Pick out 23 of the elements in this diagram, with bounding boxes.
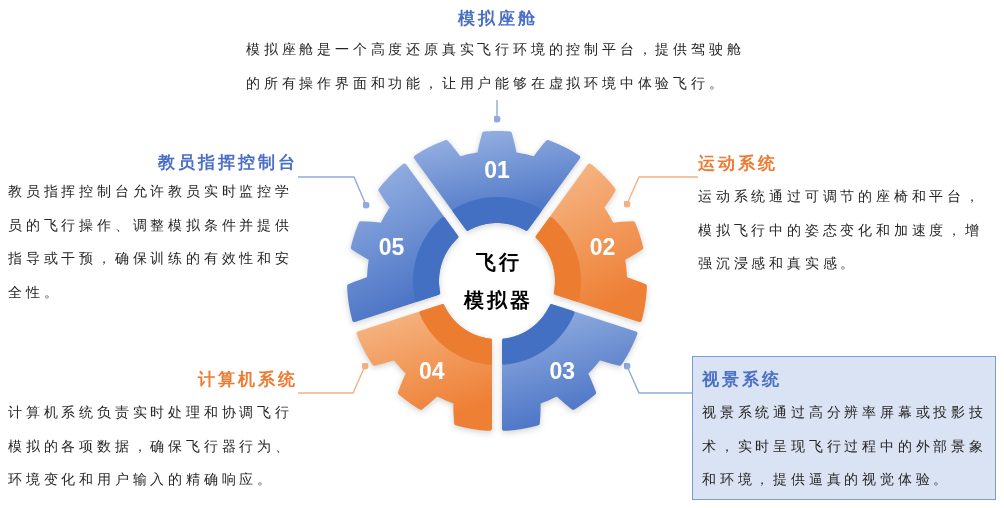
center-title: 模拟器: [462, 287, 533, 314]
section-title: 模拟座舱: [458, 7, 538, 30]
center-title: 飞行: [474, 249, 522, 276]
segment-number: 02: [589, 235, 616, 259]
description-text: 运动系统通过可调节的座椅和平台，模拟飞行中的姿态变化和加速度，增强沉浸感和真实感。: [698, 187, 984, 273]
segment-number: 01: [484, 158, 510, 182]
segment-number: 05: [378, 235, 405, 259]
segment-number: 04: [418, 359, 445, 383]
section-title: 教员指挥控制台: [158, 151, 298, 174]
description-text: 视景系统通过高分辨率屏幕或投影技术，实时呈现飞行过程中的外部景象和环境，提供逼真的视觉体验。: [702, 403, 988, 489]
info-card: [692, 356, 996, 500]
description-text: 模拟座舱是一个高度还原真实飞行环境的控制平台，提供驾驶舱的所有操作界面和功能，让用户能够在虚拟环境中体验飞行。: [246, 40, 746, 93]
leader-line: [623, 362, 693, 394]
description-text: 教员指挥控制台允许教员实时监控学员的飞行操作、调整模拟条件并提供指导或干预，确保训练的有效性和安全性。: [8, 182, 294, 302]
description-text: 计算机系统负责实时处理和协调飞行模拟的各项数据，确保飞行器行为、环境变化和用户输入的精确响应。: [8, 403, 294, 489]
leader-line: [297, 176, 370, 209]
leader-line: [493, 99, 501, 123]
section-title: 视景系统: [702, 368, 782, 391]
section-title: 运动系统: [698, 152, 778, 175]
leader-line: [623, 176, 699, 208]
section-title: 计算机系统: [198, 368, 298, 391]
segment-number: 03: [549, 359, 576, 383]
leader-line: [297, 362, 369, 394]
